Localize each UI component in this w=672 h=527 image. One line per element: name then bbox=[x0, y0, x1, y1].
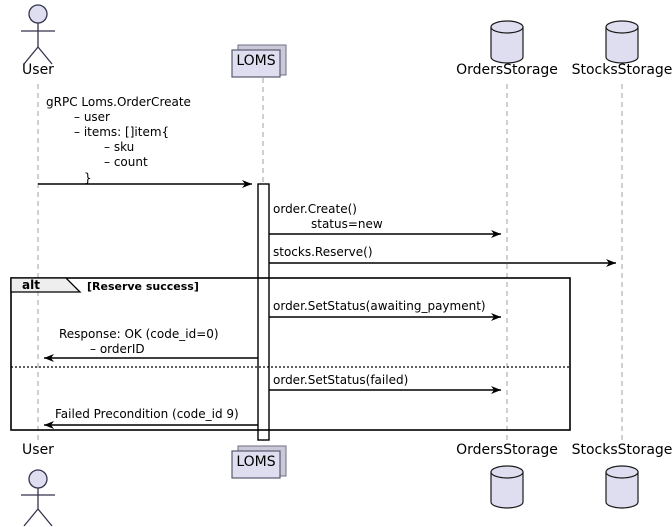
message-label-set-status-awaiting-payment: order.SetStatus(awaiting_payment) bbox=[273, 299, 486, 313]
message-label-grpc-ordercreate-line4: – sku bbox=[104, 140, 135, 154]
participant-label-loms-top: LOMS bbox=[236, 53, 276, 69]
participant-label-loms-bottom: LOMS bbox=[236, 454, 276, 470]
actor-user-top bbox=[21, 4, 55, 65]
fragment-operator-label: alt bbox=[22, 278, 40, 292]
message-label-grpc-ordercreate-line6: } bbox=[84, 171, 92, 185]
participant-stocks-storage-bottom bbox=[605, 465, 639, 509]
message-label-grpc-ordercreate-line2: – user bbox=[74, 110, 110, 124]
message-label-response-ok-line1: Response: OK (code_id=0) bbox=[59, 327, 219, 341]
participant-label-stocks-storage-bottom: StocksStorage bbox=[571, 442, 672, 458]
combined-fragment-alt bbox=[10, 277, 571, 431]
fragment-guard-label: [Reserve success] bbox=[87, 280, 199, 293]
participant-label-stocks-storage-top: StocksStorage bbox=[571, 62, 672, 78]
message-label-grpc-ordercreate-line5: – count bbox=[104, 155, 148, 169]
participant-orders-storage-top bbox=[490, 20, 524, 64]
message-label-failed-precondition: Failed Precondition (code_id 9) bbox=[55, 407, 239, 421]
message-label-order-create-line1: order.Create() bbox=[273, 202, 357, 216]
participant-orders-storage-bottom bbox=[490, 465, 524, 509]
participant-stocks-storage-top bbox=[605, 20, 639, 64]
message-label-order-create-line2: status=new bbox=[311, 217, 383, 231]
participant-loms-top bbox=[231, 44, 287, 78]
participant-label-user-bottom: User bbox=[22, 442, 54, 458]
message-label-stocks-reserve: stocks.Reserve() bbox=[273, 245, 373, 259]
message-label-set-status-failed: order.SetStatus(failed) bbox=[273, 373, 409, 387]
activation-bar-loms bbox=[257, 183, 270, 441]
message-label-response-ok-line2: – orderID bbox=[90, 342, 145, 356]
actor-user-bottom bbox=[21, 469, 55, 527]
participant-label-orders-storage-top: OrdersStorage bbox=[456, 62, 558, 78]
message-label-grpc-ordercreate-line3: – items: []item{ bbox=[74, 125, 170, 139]
participant-label-user-top: User bbox=[22, 62, 54, 78]
participant-loms-bottom bbox=[231, 445, 287, 479]
message-label-grpc-ordercreate-line1: gRPC Loms.OrderCreate bbox=[46, 95, 191, 109]
participant-label-orders-storage-bottom: OrdersStorage bbox=[456, 442, 558, 458]
